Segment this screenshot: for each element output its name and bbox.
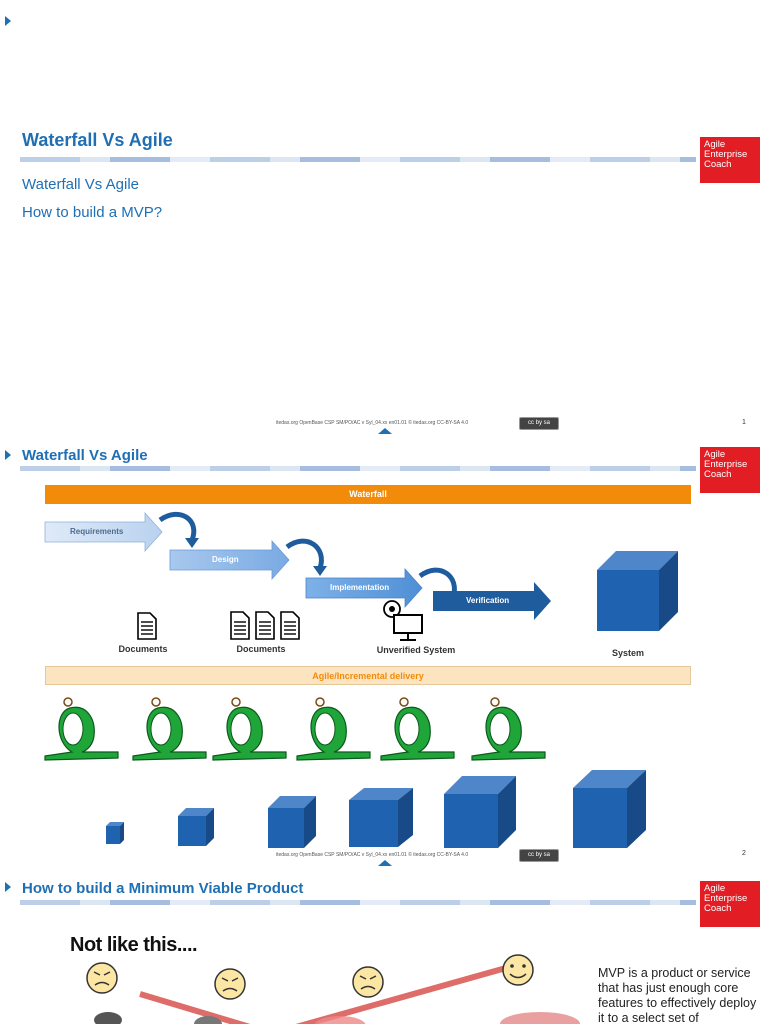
slide-2: Waterfall Vs Agile Agile Enterprise Coac… xyxy=(0,442,768,866)
document-icon xyxy=(137,612,157,640)
cartoon-caption: Not like this.... xyxy=(70,934,198,956)
slide-marker-icon xyxy=(5,450,11,460)
artifact-label-unverified-system: Unverified System xyxy=(376,645,456,655)
toc-item-mvp[interactable]: How to build a MVP? xyxy=(22,204,163,221)
title-rule xyxy=(20,466,696,471)
angry-face-icon xyxy=(214,968,246,1000)
iteration-loop-icon xyxy=(132,697,207,761)
arrow-implementation xyxy=(305,567,423,609)
cc-license-badge: cc by sa xyxy=(519,849,559,862)
mvp-definition: MVP is a product or service that has jus… xyxy=(598,966,757,1024)
agile-enterprise-coach-logo: Agile Enterprise Coach xyxy=(700,137,760,183)
footer-triangle-icon xyxy=(378,860,392,866)
curved-arrow-icon xyxy=(158,512,197,541)
stage-label-implementation: Implementation xyxy=(330,583,390,592)
slide-1: Waterfall Vs Agile Agile Enterprise Coac… xyxy=(0,0,768,440)
documents-icon xyxy=(230,611,300,640)
slide-title: Waterfall Vs Agile xyxy=(22,447,148,464)
increment-cube xyxy=(349,788,413,847)
increment-cube xyxy=(444,776,516,848)
stage-label-verification: Verification xyxy=(466,596,510,605)
angry-face-icon xyxy=(352,966,384,998)
stage-label-requirements: Requirements xyxy=(70,527,124,536)
title-rule xyxy=(20,900,696,905)
artifact-label-documents: Documents xyxy=(236,644,286,654)
slide-marker-icon xyxy=(5,882,11,892)
slide-title: Waterfall Vs Agile xyxy=(22,130,173,150)
cc-license-badge: cc by sa xyxy=(519,417,559,430)
iteration-loop-icon xyxy=(212,697,287,761)
footer-triangle-icon xyxy=(378,428,392,434)
iteration-loop-icon xyxy=(44,697,119,761)
agile-loops xyxy=(44,697,546,761)
incremental-cubes xyxy=(106,770,646,848)
artifact-label-documents: Documents xyxy=(118,644,168,654)
unverified-system-icon xyxy=(383,600,423,641)
arrow-verification xyxy=(433,582,551,620)
arrow-design xyxy=(169,539,290,581)
slide-footer: itedas.org OpenBase CSP SM/PO/AC v Syl_0… xyxy=(276,852,469,858)
agile-bar: Agile/Incremental delivery xyxy=(45,666,691,685)
slide-footer: itedas.org OpenBase CSP SM/PO/AC v Syl_0… xyxy=(276,420,469,426)
increment-cube xyxy=(106,822,124,844)
iteration-loop-icon xyxy=(471,697,546,761)
agile-enterprise-coach-logo: Agile Enterprise Coach xyxy=(700,881,760,927)
slide-3: How to build a Minimum Viable Product Ag… xyxy=(0,870,768,1024)
artifact-label-system: System xyxy=(611,648,645,658)
increment-cube xyxy=(268,796,316,848)
stage-label-design: Design xyxy=(212,555,239,564)
system-cube xyxy=(597,551,678,631)
waterfall-stages xyxy=(44,511,551,620)
increment-cube xyxy=(573,770,646,848)
page-number: 1 xyxy=(742,419,746,426)
happy-face-icon xyxy=(502,954,534,986)
arrow-requirements xyxy=(44,511,163,553)
slide-title: How to build a Minimum Viable Product xyxy=(22,880,304,897)
iteration-loop-icon xyxy=(380,697,455,761)
title-rule xyxy=(20,157,696,162)
agile-enterprise-coach-logo: Agile Enterprise Coach xyxy=(700,447,760,493)
page-number: 2 xyxy=(742,850,746,857)
slide-marker-icon xyxy=(5,16,11,26)
increment-cube xyxy=(178,808,214,846)
toc-item-waterfall[interactable]: Waterfall Vs Agile xyxy=(22,176,139,193)
waterfall-bar: Waterfall xyxy=(45,485,691,504)
curved-arrow-head-icon xyxy=(313,566,327,576)
iteration-loop-icon xyxy=(296,697,371,761)
mvp-cartoon xyxy=(86,954,580,1024)
curved-arrow-icon xyxy=(285,538,324,569)
curved-arrow-head-icon xyxy=(185,538,199,548)
angry-face-icon xyxy=(86,962,118,994)
